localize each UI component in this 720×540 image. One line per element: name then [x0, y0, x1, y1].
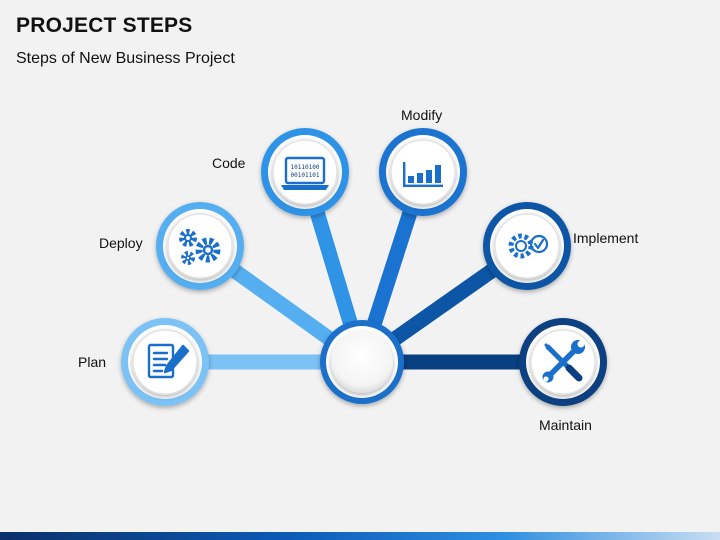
- node-implement: [483, 202, 571, 290]
- gears-icon: [179, 229, 221, 265]
- label-maintain: Maintain: [539, 417, 592, 433]
- node-deploy: [156, 202, 244, 290]
- bottom-accent-bar: [0, 532, 720, 540]
- node-modify: [379, 128, 467, 216]
- label-modify: Modify: [401, 107, 443, 123]
- binary-line-1: 10110100: [291, 164, 320, 171]
- document-pen-icon: [147, 343, 190, 379]
- node-plan: [121, 318, 209, 406]
- gear-check-icon: [508, 233, 549, 259]
- wrench-screwdriver-icon: [542, 340, 585, 383]
- node-maintain: [519, 318, 607, 406]
- label-plan: Plan: [78, 354, 107, 370]
- page-title: PROJECT STEPS: [16, 14, 193, 37]
- bar-chart-icon: [403, 162, 443, 187]
- node-code: 10110100 00101101: [261, 128, 349, 216]
- label-implement: Implement: [573, 230, 639, 246]
- binary-line-2: 00101101: [291, 172, 320, 179]
- page-subtitle: Steps of New Business Project: [16, 50, 235, 67]
- central-hub: [320, 320, 404, 404]
- label-deploy: Deploy: [99, 235, 143, 251]
- laptop-binary-icon: 10110100 00101101: [281, 156, 329, 190]
- label-code: Code: [212, 155, 246, 171]
